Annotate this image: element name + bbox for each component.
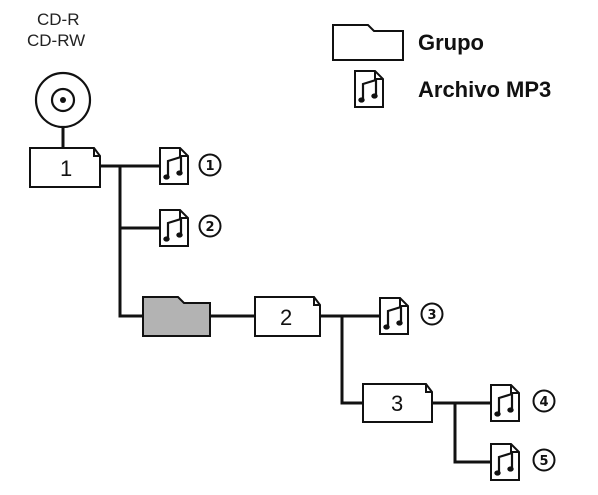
- disc-label-cdrw: CD-RW: [27, 31, 85, 50]
- folder-3-label: 3: [391, 391, 403, 416]
- file-number-5: 5: [539, 454, 548, 469]
- mp3-file-3: 3: [378, 296, 444, 336]
- mp3-file-icon: [489, 442, 521, 482]
- folder-2-label: 2: [280, 305, 292, 330]
- folder-1: 1: [29, 147, 101, 188]
- mp3-file-2: 2: [158, 208, 222, 248]
- disc: CD-R CD-RW: [27, 10, 92, 129]
- mp3-file-1: 1: [158, 146, 222, 186]
- disc-icon: [34, 71, 92, 129]
- folder-3: 3: [362, 383, 433, 423]
- file-number-4: 4: [539, 395, 548, 410]
- folder-1-label: 1: [60, 156, 72, 181]
- mp3-file-icon: [489, 383, 521, 423]
- file-number-1: 1: [205, 159, 214, 174]
- highlighted-folder: [142, 296, 211, 337]
- folder-2: 2: [254, 296, 321, 337]
- tree-connectors: [61, 125, 493, 464]
- mp3-file-icon: [158, 208, 190, 248]
- mp3-file-4: 4: [489, 383, 556, 423]
- disc-label-cdr: CD-R: [37, 10, 80, 29]
- legend-mp3-icon: [353, 69, 385, 109]
- mp3-file-icon: [378, 296, 410, 336]
- file-number-3: 3: [427, 308, 436, 323]
- legend-file-label: Archivo MP3: [418, 77, 551, 102]
- mp3-file-5: 5: [489, 442, 556, 482]
- legend-group-label: Grupo: [418, 30, 484, 55]
- legend: Grupo Archivo MP3: [332, 24, 551, 109]
- file-number-2: 2: [205, 220, 214, 235]
- mp3-file-icon: [158, 146, 190, 186]
- legend-folder-icon: [332, 24, 404, 61]
